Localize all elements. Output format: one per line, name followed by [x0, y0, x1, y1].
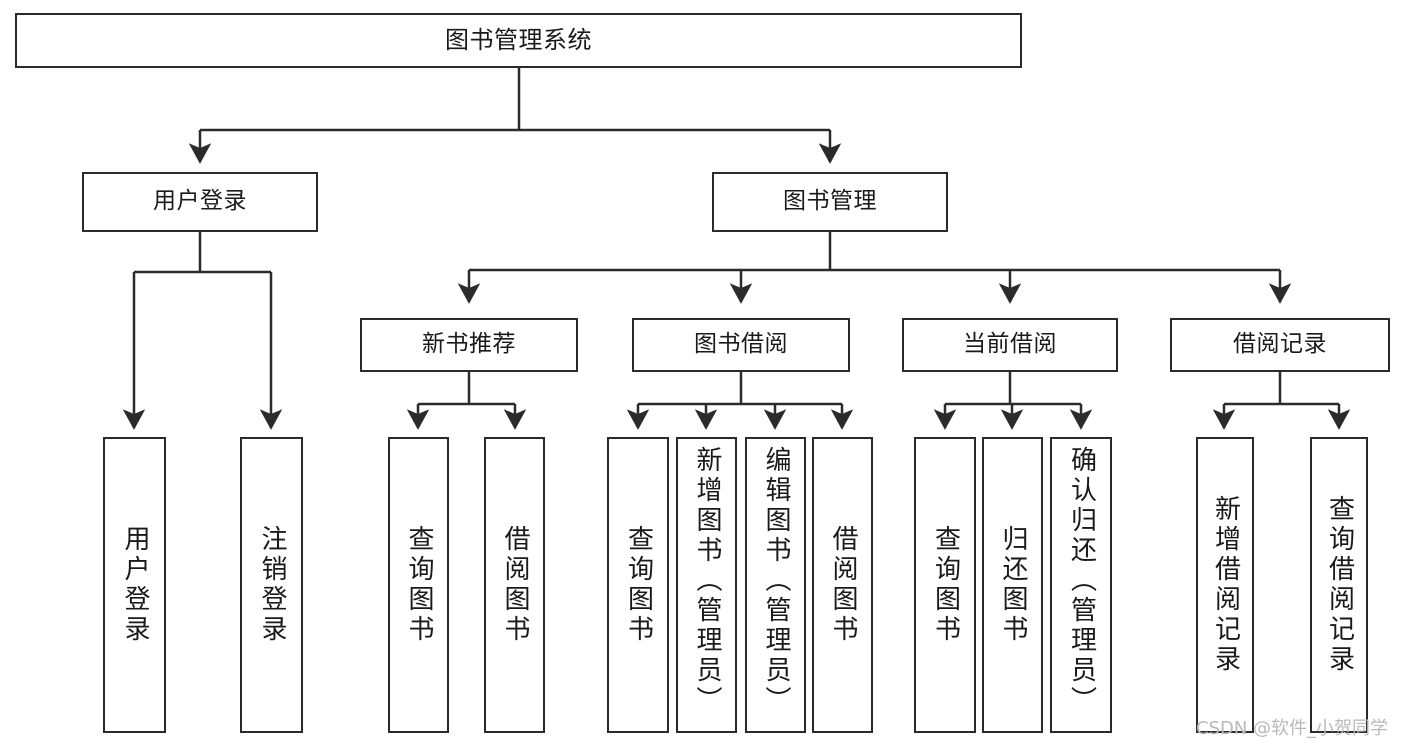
leaf-return-book[interactable]: 归还图书 [982, 437, 1043, 733]
leaf-borrow-book-recommend[interactable]: 借阅图书 [484, 437, 545, 733]
node-label: 用户登录 [120, 525, 151, 645]
node-label: 新增图书（管理员） [692, 446, 723, 716]
node-label: 新增借阅记录 [1210, 495, 1241, 675]
leaf-query-book-recommend[interactable]: 查询图书 [388, 437, 449, 733]
node-label: 图书管理系统 [445, 26, 592, 55]
node-root-system[interactable]: 图书管理系统 [15, 13, 1022, 68]
leaf-query-borrow-record[interactable]: 查询借阅记录 [1310, 437, 1368, 733]
node-label: 借阅记录 [1233, 331, 1327, 358]
leaf-query-book-current[interactable]: 查询图书 [914, 437, 976, 733]
leaf-edit-book-admin[interactable]: 编辑图书（管理员） [745, 437, 806, 733]
node-label: 用户登录 [153, 188, 247, 215]
leaf-user-login[interactable]: 用户登录 [103, 437, 166, 733]
node-label: 查询图书 [623, 525, 654, 645]
leaf-query-book-borrow[interactable]: 查询图书 [607, 437, 669, 733]
leaf-confirm-return-admin[interactable]: 确认归还（管理员） [1050, 437, 1112, 733]
node-label: 图书管理 [783, 188, 877, 215]
node-label: 当前借阅 [963, 331, 1057, 358]
leaf-add-borrow-record[interactable]: 新增借阅记录 [1196, 437, 1254, 733]
node-label: 归还图书 [998, 525, 1029, 645]
node-label: 编辑图书（管理员） [761, 446, 792, 716]
node-book-borrow[interactable]: 图书借阅 [632, 318, 850, 372]
node-label: 确认归还（管理员） [1066, 446, 1097, 716]
node-label: 新书推荐 [422, 331, 516, 358]
node-label: 查询借阅记录 [1324, 495, 1355, 675]
leaf-add-book-admin[interactable]: 新增图书（管理员） [676, 437, 737, 733]
leaf-logout[interactable]: 注销登录 [240, 437, 303, 733]
watermark-text: CSDN @软件_小贺同学 [1196, 718, 1389, 739]
node-current-borrow[interactable]: 当前借阅 [902, 318, 1118, 372]
leaf-borrow-book[interactable]: 借阅图书 [812, 437, 873, 733]
node-book-management[interactable]: 图书管理 [712, 172, 948, 232]
node-label: 图书借阅 [694, 331, 788, 358]
node-label: 查询图书 [404, 525, 435, 645]
node-label: 查询图书 [930, 525, 961, 645]
node-label: 借阅图书 [828, 525, 859, 645]
node-borrow-record[interactable]: 借阅记录 [1170, 318, 1390, 372]
node-label: 借阅图书 [500, 525, 531, 645]
node-label: 注销登录 [257, 525, 288, 645]
node-user-login[interactable]: 用户登录 [82, 172, 318, 232]
node-new-book-recommend[interactable]: 新书推荐 [360, 318, 578, 372]
